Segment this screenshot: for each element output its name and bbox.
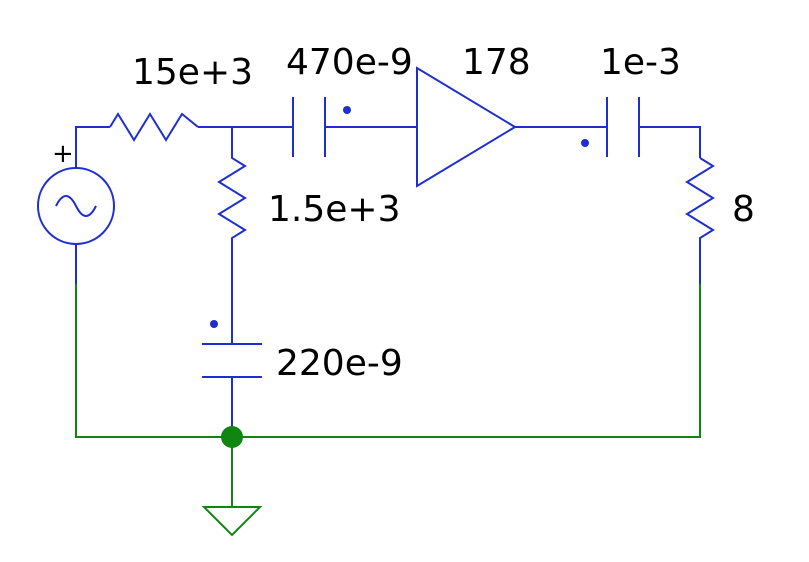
capacitor-input-icon[interactable] [292, 97, 326, 157]
resistor-series-label: 15e+3 [132, 52, 253, 93]
resistor-load-label: 8 [732, 189, 755, 230]
resistor-series-icon[interactable] [109, 112, 199, 142]
resistor-shunt-label: 1.5e+3 [268, 189, 400, 230]
capacitor-shunt-icon[interactable] [202, 343, 262, 378]
capacitor-shunt-label: 220e-9 [276, 343, 403, 384]
resistor-load-icon[interactable] [685, 157, 715, 284]
ac-voltage-source-icon[interactable] [37, 167, 115, 245]
capacitor-shunt-polarity-dot [210, 320, 218, 328]
amplifier-triangle-icon[interactable] [416, 66, 517, 188]
ground-icon [201, 506, 263, 537]
capacitor-input-polarity-dot [343, 106, 351, 114]
source-polarity-label: + [52, 139, 74, 169]
ground-net-wire [75, 284, 701, 438]
capacitor-output-icon[interactable] [606, 97, 640, 157]
amplifier-gain-label: 178 [462, 42, 531, 83]
capacitor-output-polarity-dot [581, 139, 589, 147]
wire-source-top [75, 126, 110, 168]
capacitor-input-label: 470e-9 [286, 42, 413, 83]
resistor-shunt-icon[interactable] [217, 127, 247, 344]
wire-to-load [639, 126, 701, 158]
capacitor-output-label: 1e-3 [600, 42, 681, 83]
